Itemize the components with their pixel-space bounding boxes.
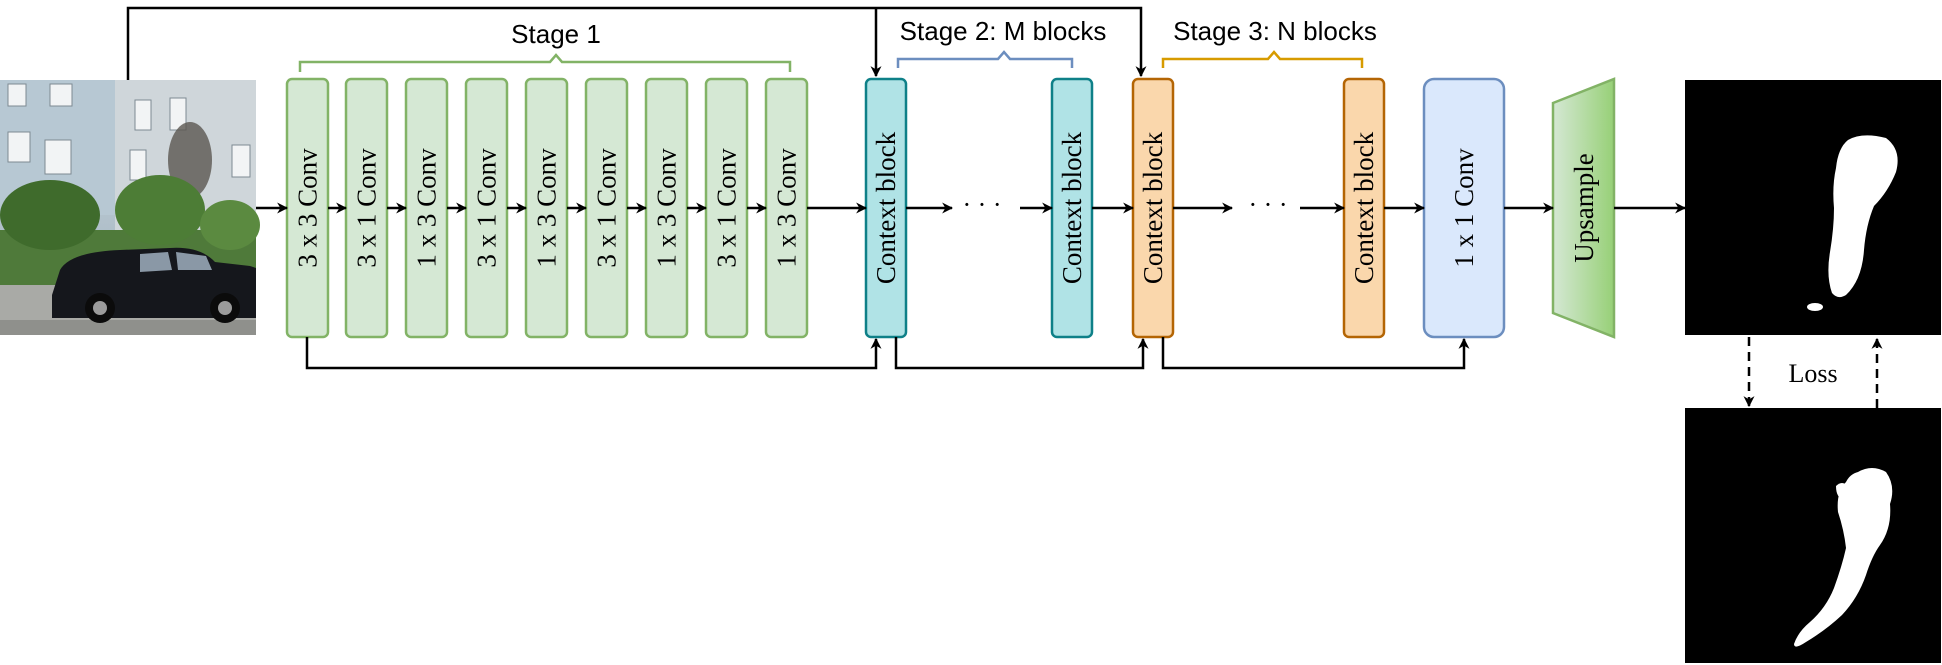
stage1-block: 1 x 3 Conv [764,77,809,339]
prediction-mask [1685,80,1941,335]
ground-truth-mask [1685,408,1941,663]
context-block-label: Context block [1349,131,1379,284]
stage3-brace [1161,50,1364,68]
stage1-block-label: 1 x 3 Conv [412,148,442,268]
skip-lines-top [126,6,1147,80]
stage1-blocks: 3 x 3 Conv 3 x 1 Conv 1 x 3 Conv 3 x 1 C… [285,77,809,339]
stage1-brace [298,53,792,72]
stage3-block: Context block [1131,77,1175,339]
skip-arrow-stage3-to-head [1161,337,1470,370]
upsample-label: Upsample [1569,153,1599,262]
stage1-block-label: 1 x 3 Conv [772,148,802,268]
stage3-label: Stage 3: N blocks [1173,16,1377,46]
stage1-block-label: 3 x 1 Conv [712,148,742,268]
stage1-block-label: 3 x 1 Conv [592,148,622,268]
stage2-block: Context block [864,77,908,339]
loss-label: Loss [1788,359,1837,388]
skip-arrow-stage1-to-stage2 [305,337,882,370]
skip-arrow-stage2-to-stage3 [894,337,1149,370]
skip-lines-bottom [305,337,1470,370]
stage1-block-label: 3 x 3 Conv [293,148,323,268]
stage1-block: 3 x 3 Conv [285,77,330,339]
stage1-block: 3 x 1 Conv [344,77,389,339]
stage2-label: Stage 2: M blocks [900,16,1107,46]
stage1-block: 3 x 1 Conv [704,77,749,339]
stage1-block: 1 x 3 Conv [404,77,449,339]
stage3-block: Context block [1342,77,1386,339]
context-block-label: Context block [1057,131,1087,284]
upsample-block: Upsample [1551,77,1616,339]
stage1-label: Stage 1 [511,19,601,49]
skip-arrow-to-stage3 [126,6,1147,80]
stage1-block: 1 x 3 Conv [644,77,689,339]
loss-arrows [1743,337,1883,408]
stage1-block: 1 x 3 Conv [524,77,569,339]
stage1-block-label: 3 x 1 Conv [352,148,382,268]
stage2-ellipsis: · · · [963,190,1002,219]
stage2-block: Context block [1050,77,1094,339]
stage3-ellipsis: · · · [1249,190,1288,219]
stage1-block-label: 1 x 3 Conv [532,148,562,268]
stage1-block-label: 1 x 3 Conv [652,148,682,268]
stage2-brace [896,50,1074,68]
stage1-block: 3 x 1 Conv [584,77,629,339]
context-block-label: Context block [1138,131,1168,284]
stage1-block: 3 x 1 Conv [464,77,509,339]
input-image [0,80,260,335]
head-conv-block: 1 x 1 Conv [1422,77,1506,339]
context-block-label: Context block [871,131,901,284]
stage1-block-label: 3 x 1 Conv [472,148,502,268]
head-conv-label: 1 x 1 Conv [1449,148,1479,268]
